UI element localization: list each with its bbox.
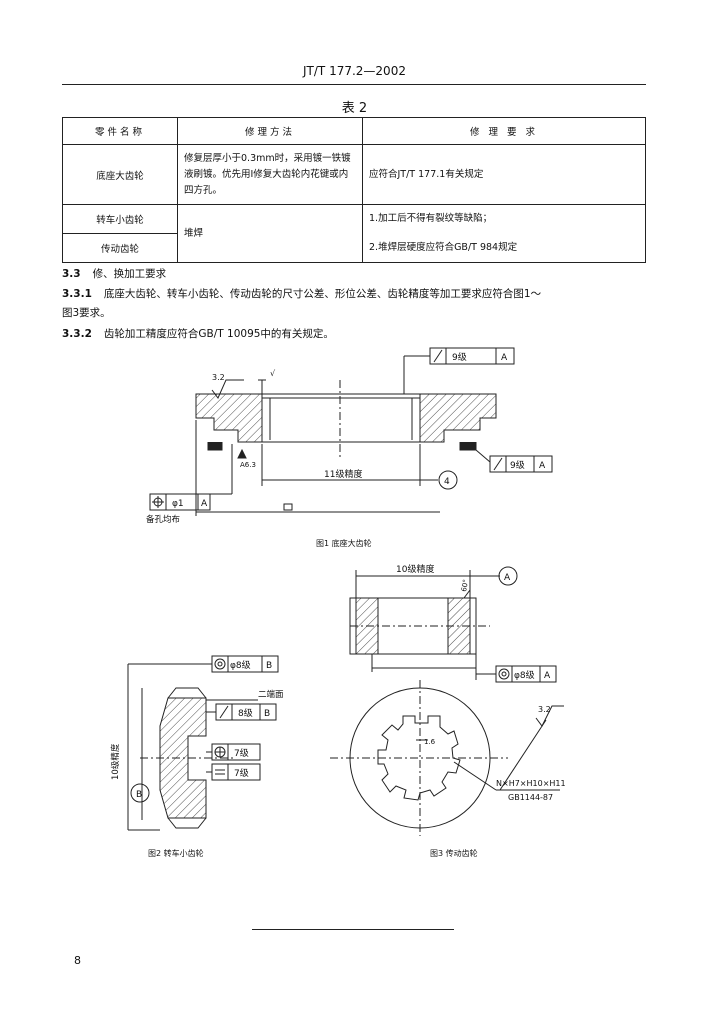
fig2-fcf-top-grade: φ8级 bbox=[230, 659, 251, 671]
fig3-datum-circle bbox=[498, 566, 518, 586]
section-3-3: 3.3 修、换加工要求 bbox=[62, 266, 166, 281]
footer-rule bbox=[252, 929, 454, 930]
fig2-fcf-a-grade: 7级 bbox=[234, 747, 249, 759]
fig1-fcf-left bbox=[149, 493, 211, 511]
figure-3-caption: 图3 传动齿轮 bbox=[430, 849, 478, 858]
fig3-dim-precision: 10级精度 bbox=[396, 563, 434, 575]
fig1-dim-precision: 11级精度 bbox=[324, 468, 362, 480]
section-number: 3.3.2 bbox=[62, 328, 92, 340]
table-cell-requirement: 2.堆焊层硬度应符合GB/T 984规定 bbox=[369, 241, 518, 253]
table-row: 传动齿轮 2.堆焊层硬度应符合GB/T 984规定 bbox=[62, 233, 646, 263]
fig3-roughness-small: 1.6 bbox=[424, 738, 436, 746]
fig3-fcf bbox=[495, 665, 557, 683]
table-row: 底座大齿轮 修复层厚小于0.3mm时，采用镀一铁镀液刷镀。优先用Ⅰ修复大齿轮内花… bbox=[62, 144, 646, 205]
fig1-fcf-top-datum: A bbox=[501, 353, 508, 363]
fig1-roughness: 3.2 bbox=[212, 373, 225, 382]
section-number: 3.3 bbox=[62, 268, 81, 280]
fig1-small-label: A6.3 bbox=[240, 461, 256, 469]
fig3-fcf-datum: A bbox=[544, 671, 551, 681]
table-cell-method: 修复层厚小于0.3mm时，采用镀一铁镀液刷镀。优先用Ⅰ修复大齿轮内花键或内四方孔… bbox=[184, 152, 351, 196]
section-3-3-1-continued: 图3要求。 bbox=[62, 307, 111, 319]
fig2-fcf-a bbox=[211, 743, 261, 761]
fig2-fcf-mid-datum: B bbox=[264, 709, 270, 719]
fig1-datum-circle bbox=[438, 470, 458, 490]
table-row: 转车小齿轮 堆焊 1.加工后不得有裂纹等缺陷； bbox=[62, 204, 646, 263]
table-cell-part: 传动齿轮 bbox=[62, 233, 178, 263]
fig1-fcf-top-grade: 9级 bbox=[452, 351, 467, 363]
fig2-dim-precision: 10级精度 bbox=[110, 743, 121, 780]
fig1-roughness-top: √ bbox=[270, 369, 276, 378]
fig2-fcf-top-datum: B bbox=[266, 661, 272, 671]
fig1-note-holes: 备孔均布 bbox=[146, 514, 180, 525]
table-title: 表 2 bbox=[341, 101, 368, 116]
figure-2-small-gear bbox=[127, 663, 258, 831]
section-3-3-2: 3.3.2 齿轮加工精度应符合GB/T 10095中的有关规定。 bbox=[62, 326, 334, 341]
fig1-fcf-right bbox=[489, 455, 553, 473]
figure-1-caption: 图1 底座大齿轮 bbox=[316, 539, 372, 548]
section-text: 修、换加工要求 bbox=[92, 268, 167, 280]
table-cell-part: 转车小齿轮 bbox=[62, 204, 178, 234]
fig3-roughness: 3.2 bbox=[538, 705, 551, 714]
fig3-datum: A bbox=[504, 573, 511, 583]
fig2-datum-circle bbox=[130, 783, 150, 803]
section-3-3-1: 3.3.1 底座大齿轮、转车小齿轮、传动齿轮的尺寸公差、形位公差、齿轮精度等加工要… bbox=[62, 286, 541, 301]
fig1-fcf-right-datum: A bbox=[539, 461, 546, 471]
svg-text:4: 4 bbox=[444, 477, 450, 487]
fig1-fcf-left-value: φ1 bbox=[172, 499, 184, 509]
fig3-spline-std: GB1144-87 bbox=[508, 793, 553, 802]
section-text: 底座大齿轮、转车小齿轮、传动齿轮的尺寸公差、形位公差、齿轮精度等加工要求应符合图… bbox=[103, 288, 542, 300]
repair-table: 零件名称 修理方法 修 理 要 求 底座大齿轮 修复层厚小于0.3mm时，采用镀… bbox=[62, 117, 646, 263]
fig2-fcf-mid bbox=[215, 703, 277, 721]
section-text: 齿轮加工精度应符合GB/T 10095中的有关规定。 bbox=[103, 328, 334, 340]
table-cell-requirement: 应符合JT/T 177.1有关规定 bbox=[369, 168, 484, 180]
column-header-method: 修理方法 bbox=[177, 117, 363, 145]
fig1-fcf-top bbox=[429, 347, 515, 365]
fig3-fcf-grade: φ8级 bbox=[514, 669, 535, 681]
figure-2-caption: 图2 转车小齿轮 bbox=[148, 849, 204, 858]
standard-code: JT/T 177.2—2002 bbox=[303, 64, 406, 78]
fig2-datum: B bbox=[136, 790, 142, 800]
figure-1-base-gear bbox=[195, 355, 497, 516]
page-number: 8 bbox=[74, 954, 81, 967]
fig2-fcf-b bbox=[211, 763, 261, 781]
table-cell-requirement: 1.加工后不得有裂纹等缺陷； bbox=[369, 213, 493, 225]
fig3-chamfer: 60° bbox=[460, 579, 470, 593]
fig2-fcf-mid-grade: 8级 bbox=[238, 707, 253, 719]
fig3-spline: N×H7×H10×H11 bbox=[496, 779, 566, 788]
section-number: 3.3.1 bbox=[62, 288, 92, 300]
fig1-fcf-right-grade: 9级 bbox=[510, 459, 525, 471]
header-rule bbox=[62, 84, 646, 85]
fig2-fcf-top bbox=[211, 655, 279, 673]
figure-3-drive-gear bbox=[330, 570, 564, 836]
table-cell-method: 堆焊 bbox=[184, 227, 204, 239]
fig2-fcf-b-grade: 7级 bbox=[234, 767, 249, 779]
fig1-fcf-left-datum: A bbox=[201, 499, 208, 509]
fig2-two-faces: 二端面 bbox=[258, 689, 284, 700]
